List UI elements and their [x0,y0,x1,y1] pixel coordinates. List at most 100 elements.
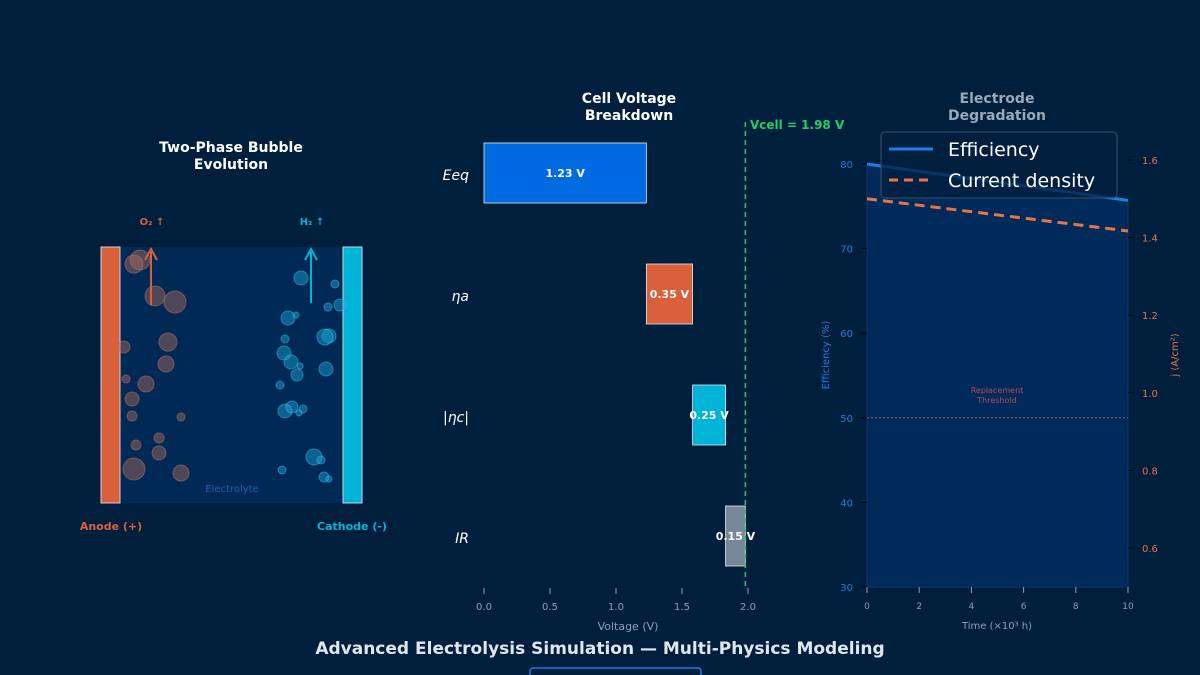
h2-bubble [275,380,285,390]
vcell-label: Vcell = 1.98 V [750,118,845,132]
x-tick-label: 1.5 [674,602,690,613]
voltage-category-label: ηa [452,289,469,305]
degradation-xlabel: Time (×10³ h) [961,621,1032,632]
electrolyte-label: Electrolyte [205,484,258,495]
voltage-xlabel: Voltage (V) [598,620,659,633]
o2-bubble [172,464,190,482]
h2-bubble [285,400,299,414]
y2-tick-label: 1.4 [1142,234,1158,245]
o2-bubble [124,391,140,407]
y2-tick-label: 1.2 [1142,311,1158,322]
h2-bubble [293,270,309,286]
voltage-data-label: 1.23 V [545,167,585,180]
o2-bubble [126,410,138,422]
degradation-ylabel: Efficiency (%) [821,321,832,390]
h2-bubble [292,311,300,319]
h2-bubble [296,362,304,370]
h2-bubble [283,354,299,370]
o2-bubble [130,439,142,451]
o2-bubble [163,290,187,314]
anode-electrode [100,246,121,504]
o2-bubble [144,285,166,307]
threshold-label: Replacement [971,386,1024,395]
voltage-bar-2 [692,384,726,446]
y-tick-label: 70 [840,245,853,256]
x-tick-label: 1.0 [608,602,624,613]
degradation-y2label: j (A/cm²) [1170,333,1181,377]
voltage-category-label: IR [455,531,469,547]
bubble-title-line2: Evolution [194,157,268,173]
h2-bubble [277,465,287,475]
y-tick-label: 50 [840,414,853,425]
h2-bubble [277,403,293,419]
legend-current-label: Current density [948,170,1095,192]
x-tick-label: 8 [1073,602,1079,612]
voltage-category-label: |ηc| [443,410,469,426]
y-tick-label: 40 [840,498,853,509]
legend-efficiency-label: Efficiency [948,139,1040,161]
o2-bubble [121,374,131,384]
o2-arrow-head [144,246,158,261]
h2-bubble [295,409,303,417]
h2-bubble [323,302,333,312]
h2-bubble [325,475,333,483]
voltage-bar-0 [483,142,647,204]
o2-bubble [158,332,178,352]
suptitle: Advanced Electrolysis Simulation — Multi… [315,639,884,659]
voltage-category-label: Eeq [443,168,469,184]
h2-bubble [305,448,323,466]
h2-bubble [280,334,290,344]
x-tick-label: 10 [1122,602,1134,612]
x-tick-label: 2.0 [740,602,756,613]
y-tick-label: 60 [840,329,853,340]
h2-bubble [290,368,304,382]
h2-bubble [318,361,334,377]
y2-tick-label: 1.6 [1142,156,1158,167]
o2-bubble [153,432,165,444]
efficiency-fill [866,163,1129,588]
degradation-title-line2: Degradation [948,108,1046,124]
o2-bubble [117,340,131,354]
anode-label: Anode (+) [80,520,142,533]
voltage-data-label: 0.35 V [650,288,690,301]
y2-tick-label: 0.6 [1142,544,1158,555]
electrolyte-region [120,247,343,503]
degradation-title: Electrode [960,91,1035,107]
o2-bubble [157,355,175,373]
h2-bubble [316,328,334,346]
h2-label: H₂ ↑ [300,217,325,228]
voltage-bar-1 [645,263,693,325]
o2-bubble [151,445,167,461]
cathode-electrode [342,246,363,504]
x-tick-label: 6 [1021,602,1027,612]
o2-bubble [137,375,155,393]
x-tick-label: 2 [916,602,922,612]
h2-bubble [330,279,340,289]
h2-bubble [316,455,326,465]
y-tick-label: 80 [840,160,853,171]
x-tick-label: 0 [864,602,870,612]
y-tick-label: 30 [840,583,853,594]
o2-bubble [124,254,144,274]
x-tick-label: 0.5 [542,602,558,613]
threshold-label-line2: Threshold [976,396,1016,405]
legend [880,131,1118,199]
voltage-title: Cell Voltage [582,91,676,107]
o2-label: O₂ ↑ [140,217,165,228]
bubble-title: Two-Phase Bubble [159,140,303,156]
y2-tick-label: 0.8 [1142,466,1158,477]
o2-bubble [122,457,146,481]
voltage-data-label: 0.25 V [689,409,729,422]
o2-bubble [176,412,186,422]
voltage-data-label: 0.15 V [716,530,756,543]
voltage-title-line2: Breakdown [585,108,673,124]
h2-arrow-head [304,246,318,261]
cathode-label: Cathode (-) [317,520,387,533]
h2-bubble [280,310,296,326]
current-density-line [866,197,1129,233]
x-tick-label: 0.0 [476,602,492,613]
h2-bubble [333,298,347,312]
y2-tick-label: 1.0 [1142,389,1158,400]
x-tick-label: 4 [969,602,975,612]
